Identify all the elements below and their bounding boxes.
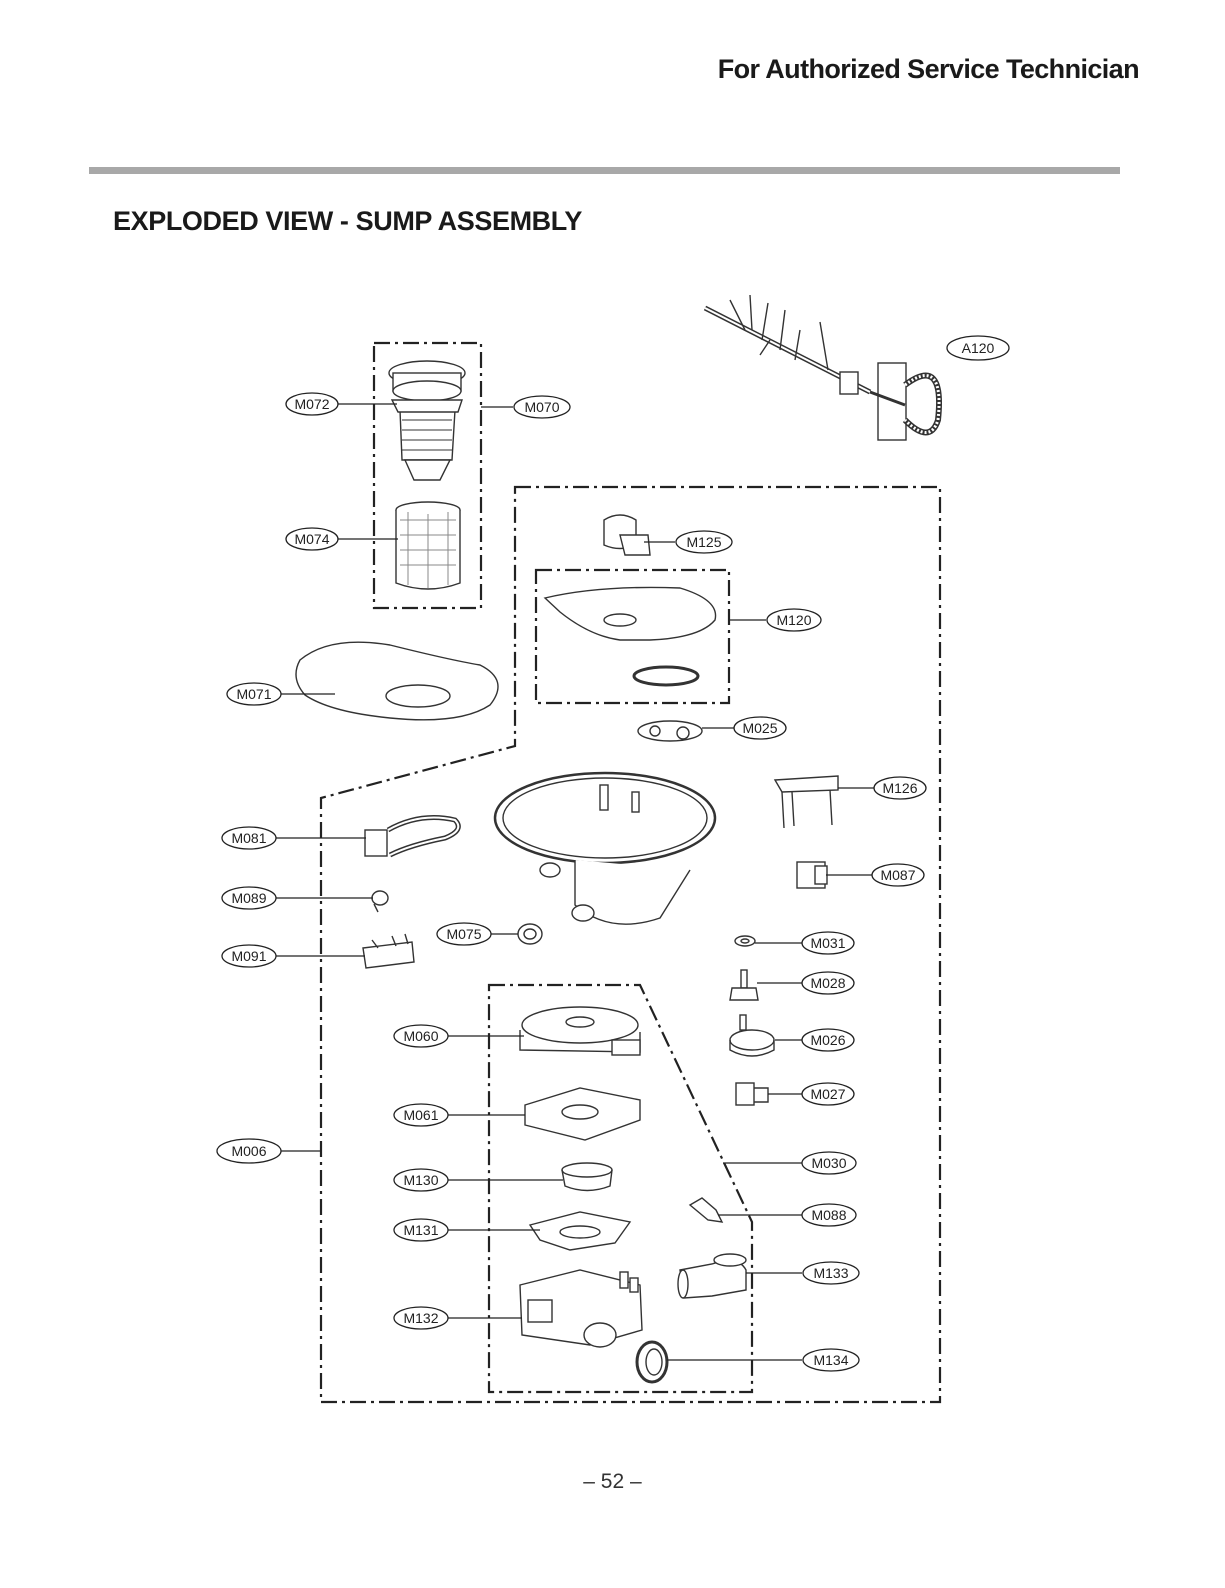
header-title: For Authorized Service Technician <box>717 54 1140 84</box>
callout-labels: A120 M072 M070 M074 M071 M125 M120 M025 … <box>216 335 1010 1372</box>
m028-part-drawing <box>729 969 759 1001</box>
callout-m089: M089 <box>221 886 277 910</box>
label-m089: M089 <box>231 890 266 906</box>
callout-m087: M087 <box>871 863 925 887</box>
group-boundaries <box>319 341 942 1404</box>
fine-filter-drawing <box>388 360 466 481</box>
m026-part-drawing <box>729 1014 775 1057</box>
callout-a120: A120 <box>946 335 1010 361</box>
label-m126: M126 <box>882 780 917 796</box>
heater-drawing <box>364 815 461 858</box>
callout-m025: M025 <box>733 716 787 740</box>
filter-tray-drawing <box>295 641 499 721</box>
label-m125: M125 <box>686 534 721 550</box>
sump-housing-drawing <box>493 771 717 925</box>
pump-group-boundary <box>487 983 754 1394</box>
label-m028: M028 <box>810 975 845 991</box>
callout-m134: M134 <box>802 1348 860 1372</box>
label-m027: M027 <box>810 1086 845 1102</box>
wire-harness-drawing <box>703 294 942 441</box>
label-m091: M091 <box>231 948 266 964</box>
label-m025: M025 <box>742 720 777 736</box>
label-m071: M071 <box>236 686 271 702</box>
callout-m081: M081 <box>221 826 277 850</box>
label-m006: M006 <box>231 1143 266 1159</box>
callout-m026: M026 <box>801 1028 855 1052</box>
callout-m028: M028 <box>801 971 855 995</box>
label-m131: M131 <box>403 1222 438 1238</box>
callout-m075: M075 <box>436 922 492 946</box>
label-m075: M075 <box>446 926 481 942</box>
section-title: EXPLODED VIEW - SUMP ASSEMBLY <box>113 206 582 236</box>
sump-group-boundary <box>319 485 942 1404</box>
label-m060: M060 <box>403 1028 438 1044</box>
callout-m088: M088 <box>801 1203 857 1227</box>
label-m134: M134 <box>813 1352 848 1368</box>
m027-part-drawing <box>735 1082 769 1106</box>
pump-body-drawing <box>519 1269 643 1348</box>
label-m132: M132 <box>403 1310 438 1326</box>
m131-part-drawing <box>528 1211 632 1251</box>
m134-ring-drawing <box>635 1340 669 1384</box>
label-m133: M133 <box>813 1265 848 1281</box>
m133-elbow-drawing <box>677 1253 747 1299</box>
label-m031: M031 <box>810 935 845 951</box>
callout-m071: M071 <box>226 682 282 706</box>
callout-m072: M072 <box>285 392 339 416</box>
label-m026: M026 <box>810 1032 845 1048</box>
header-divider <box>89 167 1120 174</box>
filter-group-box <box>372 341 483 610</box>
label-m072: M072 <box>294 396 329 412</box>
label-m070: M070 <box>524 399 559 415</box>
motor-drawing <box>519 1006 641 1056</box>
callout-m133: M133 <box>802 1261 860 1285</box>
m075-part-drawing <box>517 923 543 945</box>
callout-m132: M132 <box>393 1306 449 1330</box>
m126-clip-drawing <box>773 775 839 829</box>
callout-m126: M126 <box>873 776 927 800</box>
m089-part-drawing <box>371 890 389 913</box>
label-m120: M120 <box>776 612 811 628</box>
mesh-filter-drawing <box>395 501 461 590</box>
callout-m061: M061 <box>393 1103 449 1127</box>
label-m030: M030 <box>811 1155 846 1171</box>
callout-m125: M125 <box>675 530 733 554</box>
callout-m006: M006 <box>216 1138 282 1164</box>
callout-m131: M131 <box>393 1218 449 1242</box>
label-m061: M061 <box>403 1107 438 1123</box>
label-m074: M074 <box>294 531 329 547</box>
callout-m027: M027 <box>801 1082 855 1106</box>
label-a120: A120 <box>962 340 995 356</box>
label-m081: M081 <box>231 830 266 846</box>
callout-m074: M074 <box>285 527 339 551</box>
callout-m120: M120 <box>766 608 822 632</box>
callout-m130: M130 <box>393 1168 449 1192</box>
callout-m070: M070 <box>513 395 571 419</box>
m088-part-drawing <box>688 1197 724 1223</box>
callout-m060: M060 <box>393 1024 449 1048</box>
cover-group-box <box>534 568 731 705</box>
impeller-drawing <box>561 1162 613 1192</box>
m125-part-drawing <box>603 514 651 556</box>
spray-cover-drawing <box>543 586 717 687</box>
callout-m031: M031 <box>801 931 855 955</box>
m061-part-drawing <box>524 1087 641 1141</box>
m091-part-drawing <box>362 933 415 969</box>
m087-part-drawing <box>796 861 828 889</box>
page-number: – 52 – <box>583 1470 642 1493</box>
label-m087: M087 <box>880 867 915 883</box>
m031-washer-drawing <box>734 935 756 947</box>
leader-lines <box>275 403 874 1361</box>
m025-gasket-drawing <box>637 720 703 742</box>
label-m130: M130 <box>403 1172 438 1188</box>
label-m088: M088 <box>811 1207 846 1223</box>
callout-m030: M030 <box>801 1151 857 1175</box>
callout-m091: M091 <box>221 944 277 968</box>
